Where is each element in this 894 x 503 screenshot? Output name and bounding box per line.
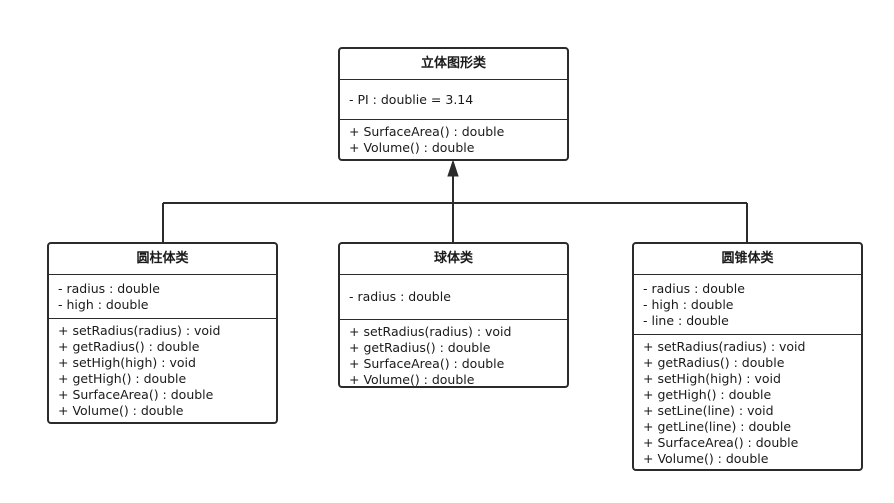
class-name: 圆柱体类	[49, 244, 276, 275]
attribute: - PI : doublie = 3.14	[349, 91, 474, 107]
attribute: - radius : double	[349, 289, 451, 304]
method: + getLine(line) : double	[643, 419, 792, 434]
attribute: - radius : double	[643, 280, 745, 296]
class-attributes: - PI : doublie = 3.14	[340, 80, 567, 120]
generalization-arrowhead	[447, 159, 459, 177]
class-methods: + setRadius(radius) : void + getRadius()…	[49, 319, 276, 419]
method: + SurfaceArea() : double	[643, 435, 799, 450]
method: + SurfaceArea() : double	[349, 124, 505, 139]
attribute: - high : double	[643, 296, 734, 312]
method: + setRadius(radius) : void	[58, 323, 221, 338]
class-cylinder[interactable]: 圆柱体类 - radius : double - high : double +…	[47, 242, 278, 424]
method: + getHigh() : double	[58, 371, 187, 386]
class-attributes: - radius : double - high : double - line…	[634, 275, 861, 335]
class-sphere[interactable]: 球体类 - radius : double + setRadius(radius…	[338, 242, 569, 388]
class-name: 球体类	[340, 244, 567, 275]
method: + Volume() : double	[349, 140, 475, 155]
method: + Volume() : double	[349, 372, 475, 387]
class-methods: + SurfaceArea() : double + Volume() : do…	[340, 120, 567, 156]
attribute: - high : double	[58, 296, 149, 312]
method: + setHigh(high) : void	[643, 371, 781, 386]
method: + getRadius() : double	[58, 339, 200, 354]
class-attributes: - radius : double	[340, 275, 567, 320]
attribute: - radius : double	[58, 280, 160, 296]
method: + SurfaceArea() : double	[349, 356, 505, 371]
method: + SurfaceArea() : double	[58, 387, 214, 402]
method: + getHigh() : double	[643, 387, 772, 402]
method: + setRadius(radius) : void	[643, 339, 806, 354]
method: + setHigh(high) : void	[58, 355, 196, 370]
method: + Volume() : double	[58, 403, 184, 418]
class-cone[interactable]: 圆锥体类 - radius : double - high : double -…	[632, 242, 863, 471]
class-name: 立体图形类	[340, 49, 567, 80]
method: + setRadius(radius) : void	[349, 324, 512, 339]
class-attributes: - radius : double - high : double	[49, 275, 276, 319]
attribute: - line : double	[643, 312, 729, 328]
method: + getRadius() : double	[643, 355, 785, 370]
method: + Volume() : double	[643, 451, 769, 466]
class-methods: + setRadius(radius) : void + getRadius()…	[634, 335, 861, 467]
class-solid-shape[interactable]: 立体图形类 - PI : doublie = 3.14 + SurfaceAre…	[338, 47, 569, 161]
method: + setLine(line) : void	[643, 403, 774, 418]
method: + getRadius() : double	[349, 340, 491, 355]
class-name: 圆锥体类	[634, 244, 861, 275]
class-methods: + setRadius(radius) : void + getRadius()…	[340, 320, 567, 388]
